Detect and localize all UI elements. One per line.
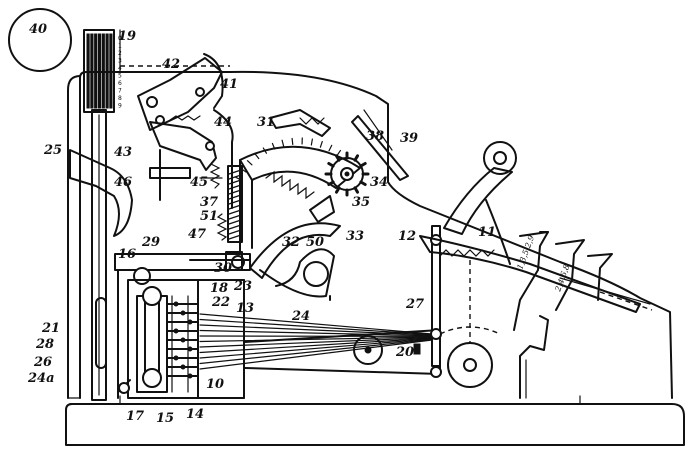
callout-37: 37: [200, 195, 218, 210]
callout-46: 46: [114, 175, 132, 190]
counting-block: [117, 269, 245, 399]
callout-41: 41: [220, 77, 238, 92]
callout-20: 20: [395, 345, 414, 360]
callout-17: 17: [126, 409, 144, 424]
top-linkage: [120, 53, 234, 209]
callout-50: 50: [306, 235, 324, 250]
callout-15: 15: [156, 411, 174, 426]
slot-27: [95, 297, 107, 369]
column-pins: [86, 33, 113, 109]
callout-25: 25: [43, 143, 62, 158]
callout-28: 28: [35, 337, 54, 352]
figure-number-badge: 40: [8, 8, 72, 72]
column-digit: 4: [118, 65, 122, 72]
callout-39: 39: [400, 131, 418, 146]
callout-23: 23: [233, 279, 252, 294]
handle-lever: [443, 141, 517, 265]
key-lever-11-12: [419, 235, 641, 388]
column-digit: 1: [118, 43, 122, 50]
column-pin: [105, 33, 109, 109]
callout-43: 43: [114, 145, 132, 160]
callout-32: 32: [282, 235, 300, 250]
gear-wheel: [324, 151, 370, 197]
callout-35: 35: [352, 195, 370, 210]
toothed-quadrant: [235, 109, 361, 253]
column-pin: [109, 33, 113, 109]
gear-frame: [114, 251, 251, 285]
callout-19: 19: [118, 29, 136, 44]
callout-44: 44: [214, 115, 232, 130]
callout-45: 45: [190, 175, 208, 190]
callout-22: 22: [211, 295, 230, 310]
column-pin: [101, 33, 105, 109]
column-digit: 2: [118, 50, 122, 57]
callout-12: 12: [398, 229, 416, 244]
right-rod: [559, 277, 653, 311]
callout-33: 33: [346, 229, 364, 244]
callout-10: 10: [206, 377, 224, 392]
bar-39: [351, 109, 409, 181]
base-plate: [65, 395, 685, 446]
callout-31: 31: [257, 115, 275, 130]
callout-42: 42: [162, 57, 180, 72]
callout-24a: 24a: [27, 371, 55, 386]
callout-11: 11: [478, 225, 496, 240]
callout-34: 34: [370, 175, 388, 190]
callout-47: 47: [188, 227, 206, 242]
callout-16: 16: [118, 247, 136, 262]
column-pin: [86, 33, 90, 109]
column-digit: 5: [118, 73, 122, 80]
callout-27: 27: [405, 297, 424, 312]
column-pin: [97, 33, 102, 109]
callout-24: 24: [291, 309, 310, 324]
main-link-32-33: [249, 195, 341, 301]
figure-number: 40: [29, 22, 47, 37]
lower-lever: [244, 225, 442, 378]
key-stems: 1,3,5,2,9 2,4,6,8: [513, 231, 613, 331]
column-digit: 6: [118, 80, 122, 87]
callout-38: 38: [366, 129, 384, 144]
column-pin: [94, 33, 98, 109]
callout-30: 30: [214, 261, 232, 276]
column-digit: 9: [118, 103, 122, 110]
transmission-lines: [199, 313, 433, 370]
pawl-assembly: [69, 149, 223, 237]
column-digit: 7: [118, 88, 122, 95]
column-digit: 8: [118, 95, 122, 102]
column-digit: 0: [118, 35, 122, 42]
callout-14: 14: [186, 407, 204, 422]
callout-13: 13: [236, 301, 254, 316]
callout-29: 29: [141, 235, 160, 250]
callout-21: 21: [41, 321, 60, 336]
column-digit: 3: [118, 58, 122, 65]
callout-51: 51: [200, 209, 218, 224]
catch-10: [519, 315, 549, 399]
callout-18: 18: [210, 281, 228, 296]
column-pin: [90, 33, 94, 109]
callout-26: 26: [33, 355, 52, 370]
